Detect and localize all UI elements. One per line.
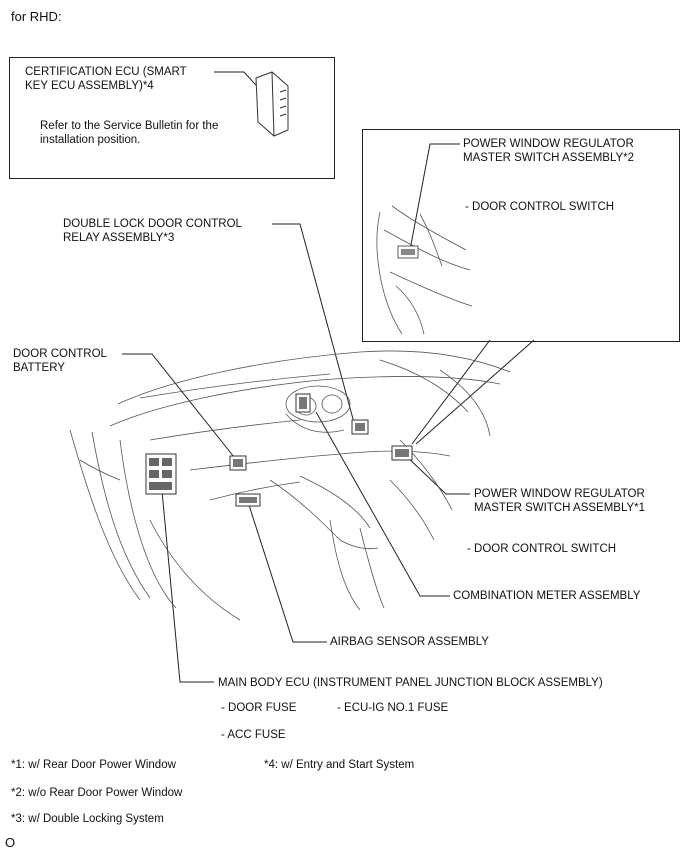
main-body-ecu-label: MAIN BODY ECU (INSTRUMENT PANEL JUNCTION… <box>218 677 603 689</box>
footnote-1: *1: w/ Rear Door Power Window <box>11 759 176 771</box>
footnote-2: *2: w/o Rear Door Power Window <box>11 787 183 799</box>
certification-ecu-callout-box <box>9 57 335 179</box>
certification-ecu-note-line2: installation position. <box>40 134 141 146</box>
pw-master-switch-1-label-line1: POWER WINDOW REGULATOR <box>474 488 645 500</box>
pw-master-switch-2-label-line1: POWER WINDOW REGULATOR <box>463 138 634 150</box>
certification-ecu-note-line1: Refer to the Service Bulletin for the <box>40 120 219 132</box>
double-lock-relay-leader <box>272 223 357 431</box>
footnote-3: *3: w/ Double Locking System <box>11 813 164 825</box>
main-body-ecu-fuse-acc: - ACC FUSE <box>221 729 286 741</box>
figure-code: O <box>5 835 16 850</box>
combination-meter-leader <box>315 411 450 597</box>
leader-lines <box>122 71 535 683</box>
header-title: for RHD: <box>11 9 62 24</box>
door-control-battery-leader <box>122 353 239 463</box>
airbag-sensor-leader <box>247 501 327 643</box>
door-control-battery-label-line1: DOOR CONTROL <box>13 348 107 360</box>
footnote-4: *4: w/ Entry and Start System <box>264 759 415 771</box>
main-body-ecu-leader <box>159 469 214 683</box>
dashboard-sketch <box>69 350 511 621</box>
pw-master-switch-2-leader <box>409 143 460 251</box>
pw-master-switch-1-sub-label: - DOOR CONTROL SWITCH <box>467 543 617 555</box>
certification-ecu-drawing <box>255 71 289 137</box>
pw-master-switch-1-label-line2: MASTER SWITCH ASSEMBLY*1 <box>474 502 646 514</box>
certification-ecu-label-line1: CERTIFICATION ECU (SMART <box>25 66 187 78</box>
double-lock-relay-label-line1: DOUBLE LOCK DOOR CONTROL <box>63 218 242 230</box>
double-lock-relay-label-line2: RELAY ASSEMBLY*3 <box>63 232 175 244</box>
combination-meter-label: COMBINATION METER ASSEMBLY <box>453 590 641 602</box>
door-control-battery-label-line2: BATTERY <box>13 362 65 374</box>
inset-pointer-right <box>415 339 535 445</box>
dashboard-components <box>145 393 413 507</box>
main-body-ecu-fuse-door: - DOOR FUSE <box>221 702 297 714</box>
certification-ecu-label-line2: KEY ECU ASSEMBLY)*4 <box>25 80 154 92</box>
power-window-switch-inset-box <box>362 129 680 342</box>
pw-master-switch-2-sub-label: - DOOR CONTROL SWITCH <box>465 201 615 213</box>
pw-master-switch-2-label-line2: MASTER SWITCH ASSEMBLY*2 <box>463 152 635 164</box>
inset-door-sketch <box>376 205 473 335</box>
main-body-ecu-fuse-ecu-ig: - ECU-IG NO.1 FUSE <box>337 702 449 714</box>
pw-master-switch-1-leader <box>403 453 470 495</box>
airbag-sensor-label: AIRBAG SENSOR ASSEMBLY <box>330 636 489 648</box>
inset-pointer-left <box>411 339 491 445</box>
